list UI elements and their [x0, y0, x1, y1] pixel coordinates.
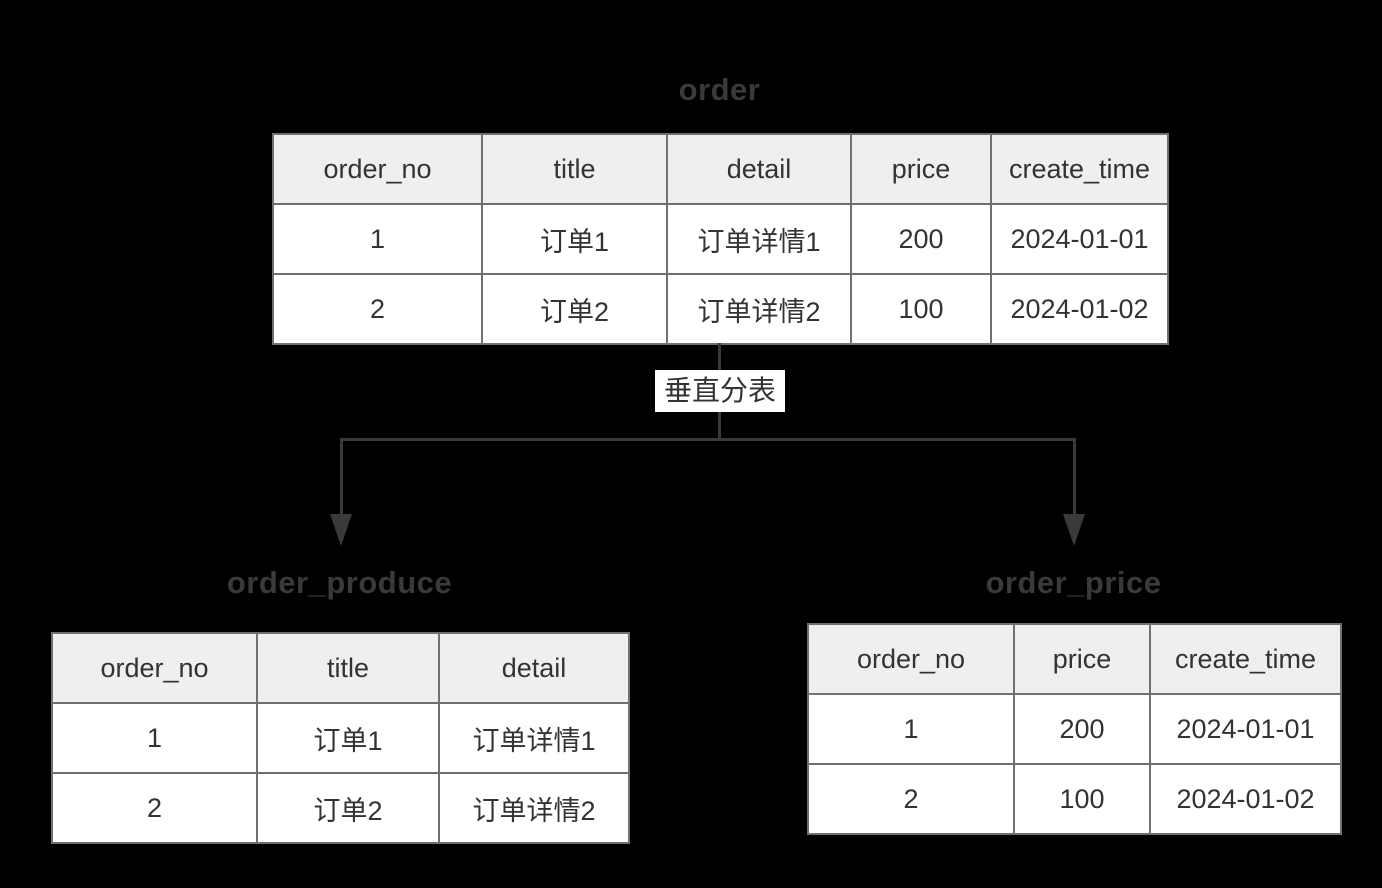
table-header-row: order_no title detail price create_time — [272, 133, 1169, 205]
table-row: 2 订单2 订单详情2 100 2024-01-02 — [272, 273, 1169, 345]
table-cell: 2024-01-02 — [1149, 763, 1342, 835]
table-cell: 2024-01-02 — [990, 273, 1169, 345]
column-header: detail — [666, 133, 852, 205]
table-cell: 订单2 — [256, 772, 440, 844]
table-row: 1 订单1 订单详情1 200 2024-01-01 — [272, 203, 1169, 275]
column-header: order_no — [272, 133, 483, 205]
table-cell: 订单1 — [256, 702, 440, 774]
column-header: create_time — [1149, 623, 1342, 695]
connector-branch-right — [1073, 438, 1076, 515]
table-order-produce: order_no title detail 1 订单1 订单详情1 2 订单2 … — [51, 632, 630, 844]
order-price-table-group: order_price order_no price create_time 1… — [807, 563, 1342, 835]
table-row: 2 100 2024-01-02 — [807, 763, 1342, 835]
connector-branch-left — [340, 438, 343, 515]
table-cell: 2 — [51, 772, 258, 844]
down-arrowhead-left-icon — [330, 514, 352, 546]
order-produce-table-group: order_produce order_no title detail 1 订单… — [51, 563, 630, 844]
table-cell: 200 — [850, 203, 992, 275]
column-header: order_no — [807, 623, 1015, 695]
column-header: title — [481, 133, 668, 205]
table-cell: 2024-01-01 — [1149, 693, 1342, 765]
split-label: 垂直分表 — [655, 370, 785, 412]
connector-trunk-top — [718, 343, 721, 372]
table-cell: 订单1 — [481, 203, 668, 275]
table-cell: 1 — [807, 693, 1015, 765]
table-row: 1 订单1 订单详情1 — [51, 702, 630, 774]
column-header: title — [256, 632, 440, 704]
table-cell: 1 — [51, 702, 258, 774]
table-cell: 100 — [1013, 763, 1151, 835]
table-cell: 2 — [272, 273, 483, 345]
table-cell: 2024-01-01 — [990, 203, 1169, 275]
table-title-order: order — [678, 72, 761, 107]
column-header: price — [850, 133, 992, 205]
column-header: order_no — [51, 632, 258, 704]
table-cell: 订单2 — [481, 273, 668, 345]
table-order: order_no title detail price create_time … — [272, 133, 1169, 345]
down-arrowhead-right-icon — [1063, 514, 1085, 546]
table-cell: 订单详情1 — [666, 203, 852, 275]
table-cell: 订单详情2 — [438, 772, 630, 844]
table-title-order-produce: order_produce — [226, 565, 453, 600]
table-cell: 1 — [272, 203, 483, 275]
order-table-group: order order_no title detail price create… — [272, 70, 1169, 345]
table-cell: 100 — [850, 273, 992, 345]
connector-branch-horizontal — [340, 438, 1076, 441]
connector-trunk-bottom — [718, 412, 721, 440]
table-cell: 订单详情1 — [438, 702, 630, 774]
table-header-row: order_no title detail — [51, 632, 630, 704]
column-header: price — [1013, 623, 1151, 695]
table-cell: 订单详情2 — [666, 273, 852, 345]
column-header: create_time — [990, 133, 1169, 205]
table-row: 2 订单2 订单详情2 — [51, 772, 630, 844]
table-cell: 200 — [1013, 693, 1151, 765]
table-row: 1 200 2024-01-01 — [807, 693, 1342, 765]
table-header-row: order_no price create_time — [807, 623, 1342, 695]
column-header: detail — [438, 632, 630, 704]
table-cell: 2 — [807, 763, 1015, 835]
table-order-price: order_no price create_time 1 200 2024-01… — [807, 623, 1342, 835]
table-title-order-price: order_price — [985, 565, 1162, 600]
